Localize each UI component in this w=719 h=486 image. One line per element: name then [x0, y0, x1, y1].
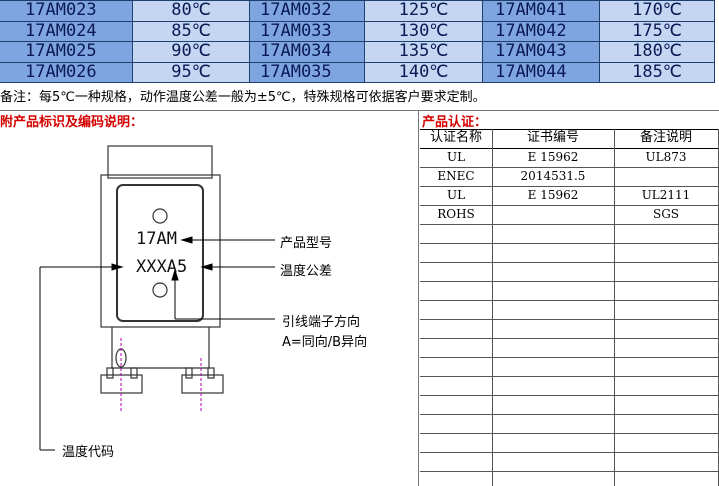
marking-model-text: 17AM: [136, 229, 177, 249]
cert-section-title: 产品认证：: [422, 115, 488, 130]
temp-cell: 90℃: [133, 42, 250, 62]
cert-grid-line: [420, 376, 719, 377]
model-cell: 17AM026: [0, 62, 133, 82]
model-cell: 17AM044: [483, 62, 600, 82]
temp-cell: 170℃: [600, 1, 715, 21]
cert-number-cell: E 15962: [527, 188, 579, 202]
cert-grid-line: [614, 129, 615, 486]
cert-grid-line: [420, 281, 719, 282]
cert-grid-line: [420, 262, 719, 263]
model-cell: 17AM033: [250, 21, 365, 41]
cert-grid-line: [420, 414, 719, 415]
cert-grid-line: [420, 300, 719, 301]
spec-row: 17AM024 85℃ 17AM033 130℃ 17AM042 175℃: [0, 21, 715, 42]
model-cell: 17AM025: [0, 42, 133, 62]
drawing-outer-body: [100, 174, 221, 328]
drawing-right-terminal: [181, 374, 224, 394]
model-cell: 17AM042: [483, 21, 600, 41]
drawing-lower-neck: [111, 327, 210, 369]
temp-cell: 180℃: [600, 42, 715, 62]
product-drawing: [39, 145, 275, 451]
cert-grid-line: [420, 452, 719, 453]
temp-cell: 125℃: [365, 1, 483, 21]
model-cell: 17AM032: [250, 1, 365, 21]
cert-name-cell: ROHS: [437, 207, 475, 221]
drawing-right-terminal-pin: [207, 367, 215, 379]
spec-row: 17AM023 80℃ 17AM032 125℃ 17AM041 170℃: [0, 0, 715, 22]
label-direction: 引线端子方向: [282, 315, 361, 330]
cert-header: 备注说明: [639, 130, 692, 145]
cert-grid-line: [420, 319, 719, 320]
cert-grid-line: [492, 129, 493, 486]
temp-cell: 95℃: [133, 62, 250, 82]
model-cell: 17AM035: [250, 62, 365, 82]
spec-table: 17AM023 80℃ 17AM032 125℃ 17AM041 170℃ 17…: [0, 0, 715, 83]
cert-grid-line: [420, 129, 719, 130]
cert-remark-cell: UL2111: [641, 188, 691, 202]
cert-header: 认证名称: [429, 130, 482, 145]
temp-cell: 130℃: [365, 21, 483, 41]
cert-grid-line: [420, 224, 719, 225]
drawing-left-terminal-pin: [130, 367, 138, 379]
leader-temp-code-arrow: [111, 263, 124, 271]
cert-name-cell: UL: [446, 188, 466, 202]
cert-grid-line: [420, 471, 719, 472]
label-direction-values: A=同向/B异向: [282, 335, 368, 350]
spec-row: 17AM025 90℃ 17AM034 135℃ 17AM043 180℃: [0, 42, 715, 63]
drawing-bottom-hole: [152, 282, 168, 298]
cert-grid-line: [420, 186, 719, 187]
drawing-right-terminal-pin: [185, 367, 193, 379]
cert-number-cell: E 15962: [527, 150, 579, 164]
model-cell: 17AM043: [483, 42, 600, 62]
label-model: 产品型号: [280, 236, 333, 251]
temp-cell: 140℃: [365, 62, 483, 82]
spec-note: 备注：每5℃一种规格，动作温度公差一般为±5℃，特殊规格可依据客户要求定制。: [0, 90, 486, 105]
temp-cell: 85℃: [133, 21, 250, 41]
model-cell: 17AM023: [0, 1, 133, 21]
cert-name-cell: UL: [446, 150, 466, 164]
label-temp-code: 温度代码: [62, 445, 115, 460]
temp-cell: 175℃: [600, 21, 715, 41]
label-tolerance: 温度公差: [280, 264, 333, 279]
leader-model-arrow: [180, 236, 193, 244]
temp-cell: 185℃: [600, 62, 715, 82]
model-cell: 17AM034: [250, 42, 365, 62]
spec-row: 17AM026 95℃ 17AM035 140℃ 17AM044 185℃: [0, 62, 715, 83]
cert-grid-line: [420, 338, 719, 339]
cert-grid-line: [420, 395, 719, 396]
temp-cell: 135℃: [365, 42, 483, 62]
drawing-top-hole: [152, 208, 168, 224]
marking-code-text: XXXA5: [136, 257, 188, 277]
section-divider: [418, 110, 419, 486]
cert-grid-line: [420, 243, 719, 244]
leader-tolerance-arrow: [200, 263, 213, 271]
model-cell: 17AM024: [0, 21, 133, 41]
cert-name-cell: ENEC: [437, 169, 475, 183]
cert-remark-cell: SGS: [652, 207, 680, 221]
leader-direction-arrow: [171, 268, 179, 281]
drawing-left-terminal-pin: [106, 367, 114, 379]
section-divider: [0, 110, 719, 111]
drawing-top-tab: [107, 145, 213, 179]
model-cell: 17AM041: [483, 1, 600, 21]
marking-section-title: 附产品标识及编码说明：: [0, 115, 144, 130]
cert-header: 证书编号: [526, 130, 579, 145]
cert-grid-line: [420, 167, 719, 168]
cert-grid-line: [420, 205, 719, 206]
cert-remark-cell: UL873: [645, 150, 687, 164]
cert-number-cell: 2014531.5: [520, 169, 586, 183]
cert-grid-line: [420, 433, 719, 434]
cert-grid-line: [420, 148, 719, 149]
cert-grid-line: [420, 357, 719, 358]
temp-cell: 80℃: [133, 1, 250, 21]
drawing-inner-body: [116, 184, 204, 322]
